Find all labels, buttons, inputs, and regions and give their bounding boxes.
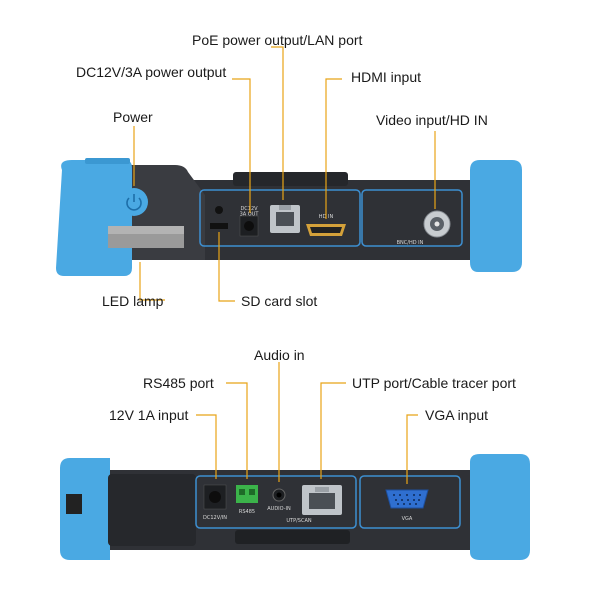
leader-utp <box>320 382 346 479</box>
bottom-stand <box>235 530 350 544</box>
bottom-right-bumper <box>470 454 530 560</box>
leader-dc-in <box>196 414 217 479</box>
leader-poe <box>271 46 284 200</box>
top-right-bumper <box>470 160 522 272</box>
indicator-hole <box>215 206 223 214</box>
leader-sd <box>218 232 235 302</box>
label-hdmi: HDMI input <box>351 69 422 85</box>
label-utp: UTP port/Cable tracer port <box>352 375 516 391</box>
bottom-left-bumper <box>60 458 110 560</box>
label-sd-slot: SD card slot <box>241 293 318 309</box>
top-ports-panel <box>199 189 361 247</box>
audio-text: AUDIO-IN <box>267 506 291 512</box>
top-handle <box>233 172 348 186</box>
rs485-text: RS485 <box>239 509 255 515</box>
leader-vga <box>406 414 418 484</box>
label-rs485: RS485 port <box>143 375 214 391</box>
label-video-in: Video input/HD IN <box>376 112 488 128</box>
leader-hdmi <box>325 78 342 219</box>
top-video-panel <box>361 189 463 247</box>
bottom-leader-lines <box>196 362 418 484</box>
bottom-vga-panel <box>359 475 461 529</box>
bottom-ports-panel <box>195 475 357 529</box>
bottom-device: DC12V/IN RS485 AUDIO-IN UTP/SCAN VGA <box>60 454 530 560</box>
top-left-bumper <box>56 160 132 276</box>
leader-rs485 <box>226 382 248 479</box>
vga-text: VGA <box>402 516 413 522</box>
video-text: BNC/HD IN <box>397 240 424 246</box>
label-audio-in: Audio in <box>254 347 305 363</box>
utp-text: UTP/SCAN <box>286 518 311 524</box>
dc-in-text: DC12V/IN <box>203 515 227 521</box>
power-icon <box>126 197 142 211</box>
label-power: Power <box>113 109 153 125</box>
leader-dc-out <box>232 78 251 213</box>
leader-led <box>139 262 165 301</box>
label-led-lamp: LED lamp <box>102 293 164 309</box>
top-leader-lines <box>133 46 436 302</box>
label-poe-lan: PoE power output/LAN port <box>192 32 363 48</box>
label-vga: VGA input <box>425 407 489 423</box>
label-dc-in: 12V 1A input <box>109 407 189 423</box>
side-port <box>66 494 82 514</box>
vga-port <box>385 489 429 509</box>
sd-card-slot <box>210 223 228 229</box>
label-dc-out: DC12V/3A power output <box>76 64 227 80</box>
